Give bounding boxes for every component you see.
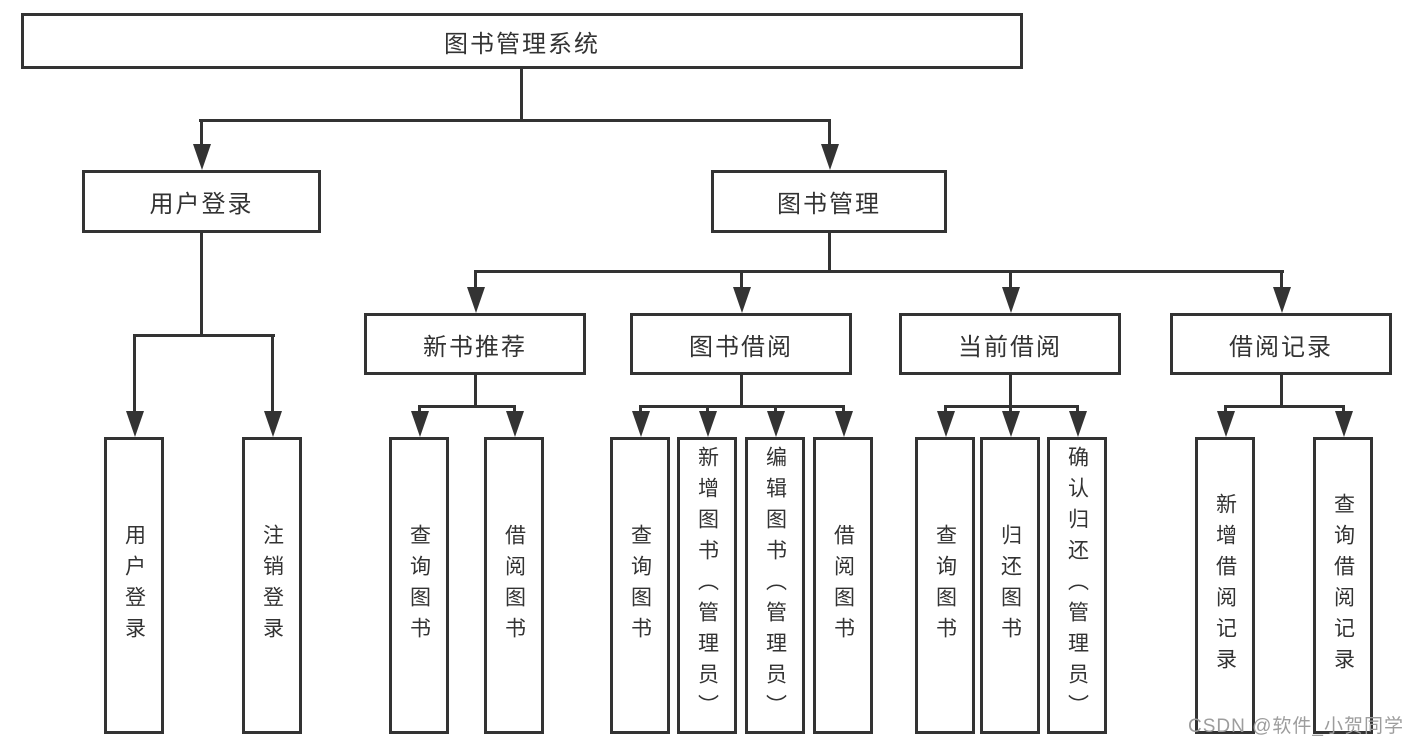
leaf-return-book-label: 归还图书 — [998, 523, 1022, 648]
connector-to-book-mgmt — [828, 119, 831, 146]
arrowhead-new-book-rec — [467, 287, 485, 313]
arrowhead-leaf-borrow-books-2 — [835, 411, 853, 437]
connector-book-mgmt-stem — [828, 232, 831, 272]
connector-root-stem — [520, 68, 523, 121]
node-borrow-records: 借阅记录 — [1170, 313, 1392, 375]
connector-leaf-query-books-2 — [639, 405, 642, 413]
connector-leaf-add-record — [1224, 405, 1227, 413]
arrowhead-leaf-user-login — [126, 411, 144, 437]
node-borrow-records-label: 借阅记录 — [1229, 333, 1333, 361]
connector-book-mgmt-bar — [474, 270, 1284, 273]
arrowhead-leaf-add-record — [1217, 411, 1235, 437]
arrowhead-leaf-query-books-2 — [632, 411, 650, 437]
leaf-query-books-2-label: 查询图书 — [628, 523, 652, 648]
connector-to-leaf-user-login — [133, 334, 136, 412]
node-book-mgmt: 图书管理 — [711, 170, 947, 233]
connector-user-login-bar — [133, 334, 275, 337]
leaf-add-borrow-record: 新增借阅记录 — [1195, 437, 1255, 734]
arrowhead-borrow-records — [1273, 287, 1291, 313]
node-current-borrow-label: 当前借阅 — [958, 333, 1062, 361]
arrowhead-leaf-return-book — [1002, 411, 1020, 437]
arrowhead-leaf-borrow-books-1 — [506, 411, 524, 437]
leaf-user-login-label: 用户登录 — [122, 523, 146, 648]
leaf-borrow-books-1: 借阅图书 — [484, 437, 544, 734]
node-new-book-rec: 新书推荐 — [364, 313, 586, 375]
connector-leaf-edit-book — [774, 405, 777, 413]
leaf-borrow-books-2: 借阅图书 — [813, 437, 873, 734]
connector-leaf-query-books-1 — [418, 405, 421, 413]
node-book-borrow-label: 图书借阅 — [689, 333, 793, 361]
connector-to-new-book-rec — [474, 270, 477, 290]
arrowhead-leaf-edit-book — [767, 411, 785, 437]
arrowhead-leaf-logout — [264, 411, 282, 437]
node-root-label: 图书管理系统 — [444, 30, 600, 58]
connector-new-book-rec-bar — [418, 405, 516, 408]
connector-leaf-return-book — [1009, 405, 1012, 413]
connector-leaf-borrow-books-2 — [842, 405, 845, 413]
arrowhead-book-mgmt — [821, 144, 839, 170]
leaf-borrow-books-2-label: 借阅图书 — [831, 523, 855, 648]
leaf-return-book: 归还图书 — [980, 437, 1040, 734]
arrowhead-leaf-add-book — [699, 411, 717, 437]
connector-user-login-stem — [200, 232, 203, 336]
leaf-edit-book-admin-label: 编辑图书（管理员） — [763, 446, 787, 725]
node-user-login-label: 用户登录 — [149, 191, 254, 218]
connector-borrow-records-stem — [1280, 375, 1283, 406]
leaf-borrow-books-1-label: 借阅图书 — [502, 523, 526, 648]
node-book-borrow: 图书借阅 — [630, 313, 852, 375]
arrowhead-book-borrow — [733, 287, 751, 313]
leaf-query-books-2: 查询图书 — [610, 437, 670, 734]
connector-to-borrow-records — [1280, 270, 1283, 290]
leaf-logout: 注销登录 — [242, 437, 302, 734]
connector-leaf-borrow-books-1 — [513, 405, 516, 413]
connector-new-book-rec-stem — [474, 375, 477, 406]
connector-book-borrow-bar — [639, 405, 845, 408]
connector-to-leaf-logout — [271, 334, 274, 412]
leaf-query-books-1: 查询图书 — [389, 437, 449, 734]
leaf-query-books-3-label: 查询图书 — [933, 523, 957, 648]
node-root: 图书管理系统 — [21, 13, 1023, 69]
connector-leaf-query-record — [1342, 405, 1345, 413]
arrowhead-current-borrow — [1002, 287, 1020, 313]
node-current-borrow: 当前借阅 — [899, 313, 1121, 375]
arrowhead-leaf-query-books-3 — [937, 411, 955, 437]
arrowhead-leaf-confirm-return — [1069, 411, 1087, 437]
leaf-add-book-admin: 新增图书（管理员） — [677, 437, 737, 734]
connector-leaf-add-book — [706, 405, 709, 413]
leaf-query-books-3: 查询图书 — [915, 437, 975, 734]
node-new-book-rec-label: 新书推荐 — [423, 333, 527, 361]
connector-to-user-login — [200, 119, 203, 146]
connector-book-borrow-stem — [740, 375, 743, 406]
node-book-mgmt-label: 图书管理 — [777, 191, 881, 218]
connector-leaf-confirm-return — [1076, 405, 1079, 413]
leaf-add-book-admin-label: 新增图书（管理员） — [695, 446, 719, 725]
leaf-confirm-return-admin-label: 确认归还（管理员） — [1065, 446, 1089, 725]
leaf-edit-book-admin: 编辑图书（管理员） — [745, 437, 805, 734]
leaf-logout-label: 注销登录 — [260, 523, 284, 648]
connector-to-book-borrow — [740, 270, 743, 290]
node-user-login: 用户登录 — [82, 170, 321, 233]
connector-leaf-query-books-3 — [944, 405, 947, 413]
leaf-query-borrow-record-label: 查询借阅记录 — [1331, 492, 1355, 679]
connector-borrow-records-bar — [1224, 405, 1345, 408]
arrowhead-leaf-query-record — [1335, 411, 1353, 437]
leaf-query-borrow-record: 查询借阅记录 — [1313, 437, 1373, 734]
arrowhead-leaf-query-books-1 — [411, 411, 429, 437]
connector-to-current-borrow — [1009, 270, 1012, 290]
connector-current-borrow-stem — [1009, 375, 1012, 406]
csdn-watermark: CSDN @软件_小贺同学 — [1188, 716, 1404, 737]
connector-root-bar — [199, 119, 831, 122]
leaf-confirm-return-admin: 确认归还（管理员） — [1047, 437, 1107, 734]
arrowhead-user-login — [193, 144, 211, 170]
leaf-query-books-1-label: 查询图书 — [407, 523, 431, 648]
leaf-user-login: 用户登录 — [104, 437, 164, 734]
leaf-add-borrow-record-label: 新增借阅记录 — [1213, 492, 1237, 679]
